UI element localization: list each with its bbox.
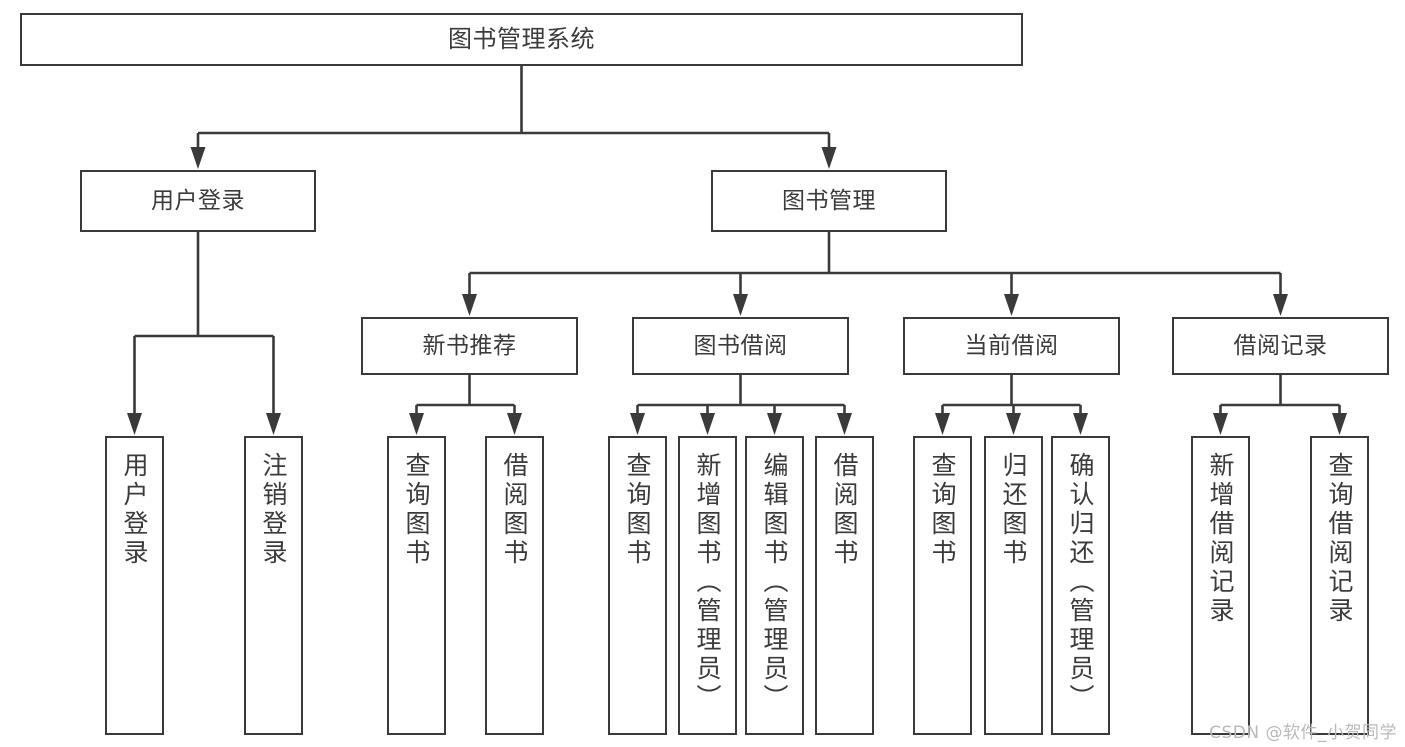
node-label-leaf-user-logout: 注销登录 [259, 452, 288, 568]
node-leaf-cur-return-book[interactable]: 归还图书 [984, 436, 1043, 735]
node-label-leaf-rec-query-record: 查询借阅记录 [1325, 452, 1354, 626]
node-label-leaf-borrow-query-book: 查询图书 [623, 452, 652, 568]
node-label-leaf-rec-add-record: 新增借阅记录 [1206, 452, 1235, 626]
node-label-book-manage: 图书管理 [782, 187, 876, 214]
node-leaf-user-login[interactable]: 用户登录 [105, 436, 164, 735]
connector-group-current-borrow [935, 375, 1088, 435]
node-leaf-rec-query-record[interactable]: 查询借阅记录 [1310, 436, 1369, 735]
connector-group-user-login [127, 232, 281, 435]
arrowhead-leaf-rec-borrow-book [507, 413, 522, 435]
node-leaf-user-logout[interactable]: 注销登录 [244, 436, 303, 735]
arrowhead-book-borrow [733, 294, 748, 316]
arrowhead-current-borrow [1004, 294, 1019, 316]
arrowhead-user-login [190, 147, 206, 169]
node-label-leaf-cur-query-book: 查询图书 [928, 452, 957, 568]
arrowhead-book-manage [821, 147, 837, 169]
connector-group-borrow-record [1213, 375, 1347, 435]
node-leaf-borrow-query-book[interactable]: 查询图书 [608, 436, 667, 735]
connector-group-book-borrow [630, 375, 852, 435]
node-leaf-rec-query-book[interactable]: 查询图书 [387, 436, 446, 735]
node-label-leaf-borrow-add-book: 新增图书（管理员） [693, 452, 722, 713]
arrowhead-leaf-borrow-edit-book [767, 413, 782, 435]
arrowhead-leaf-rec-query-book [409, 413, 424, 435]
node-leaf-borrow-edit-book[interactable]: 编辑图书（管理员） [745, 436, 804, 735]
connector-group-root [190, 66, 837, 169]
node-user-login[interactable]: 用户登录 [80, 170, 316, 232]
node-label-leaf-user-login: 用户登录 [120, 452, 149, 568]
node-label-leaf-borrow-edit-book: 编辑图书（管理员） [760, 452, 789, 713]
arrowhead-leaf-cur-confirm-return [1073, 413, 1088, 435]
node-label-leaf-cur-confirm-return: 确认归还（管理员） [1066, 452, 1095, 713]
watermark-text: CSDN @软件_小贺同学 [1209, 723, 1397, 743]
arrowhead-borrow-record [1273, 294, 1288, 316]
arrowhead-leaf-rec-add-record [1213, 413, 1228, 435]
node-label-new-book-rec: 新书推荐 [422, 332, 517, 359]
node-book-borrow[interactable]: 图书借阅 [632, 317, 849, 375]
arrowhead-leaf-cur-return-book [1006, 413, 1021, 435]
node-current-borrow[interactable]: 当前借阅 [903, 317, 1120, 375]
node-root[interactable]: 图书管理系统 [20, 13, 1023, 66]
node-leaf-borrow-add-book[interactable]: 新增图书（管理员） [678, 436, 737, 735]
node-new-book-rec[interactable]: 新书推荐 [361, 317, 578, 375]
node-label-leaf-rec-query-book: 查询图书 [402, 452, 431, 568]
node-label-borrow-record: 借阅记录 [1233, 332, 1328, 359]
arrowhead-leaf-user-login [127, 413, 142, 435]
node-leaf-borrow-borrow-book[interactable]: 借阅图书 [815, 436, 874, 735]
arrowhead-leaf-cur-query-book [935, 413, 950, 435]
node-borrow-record[interactable]: 借阅记录 [1172, 317, 1389, 375]
connector-group-new-book-rec [409, 375, 522, 435]
node-label-user-login: 用户登录 [151, 187, 245, 214]
node-label-current-borrow: 当前借阅 [964, 332, 1059, 359]
node-label-root: 图书管理系统 [448, 24, 595, 53]
node-leaf-cur-confirm-return[interactable]: 确认归还（管理员） [1051, 436, 1110, 735]
arrowhead-leaf-rec-query-record [1332, 413, 1347, 435]
arrowhead-leaf-borrow-query-book [630, 413, 645, 435]
node-leaf-cur-query-book[interactable]: 查询图书 [913, 436, 972, 735]
node-label-leaf-borrow-borrow-book: 借阅图书 [830, 452, 859, 568]
node-book-manage[interactable]: 图书管理 [711, 170, 947, 232]
arrowhead-new-book-rec [462, 294, 477, 316]
node-label-leaf-cur-return-book: 归还图书 [999, 452, 1028, 568]
node-label-leaf-rec-borrow-book: 借阅图书 [500, 452, 529, 568]
node-leaf-rec-borrow-book[interactable]: 借阅图书 [485, 436, 544, 735]
connector-group-book-manage [462, 232, 1288, 316]
arrowhead-leaf-borrow-borrow-book [837, 413, 852, 435]
arrowhead-leaf-borrow-add-book [700, 413, 715, 435]
arrowhead-leaf-user-logout [266, 413, 281, 435]
node-label-book-borrow: 图书借阅 [693, 332, 788, 359]
node-leaf-rec-add-record[interactable]: 新增借阅记录 [1191, 436, 1250, 735]
